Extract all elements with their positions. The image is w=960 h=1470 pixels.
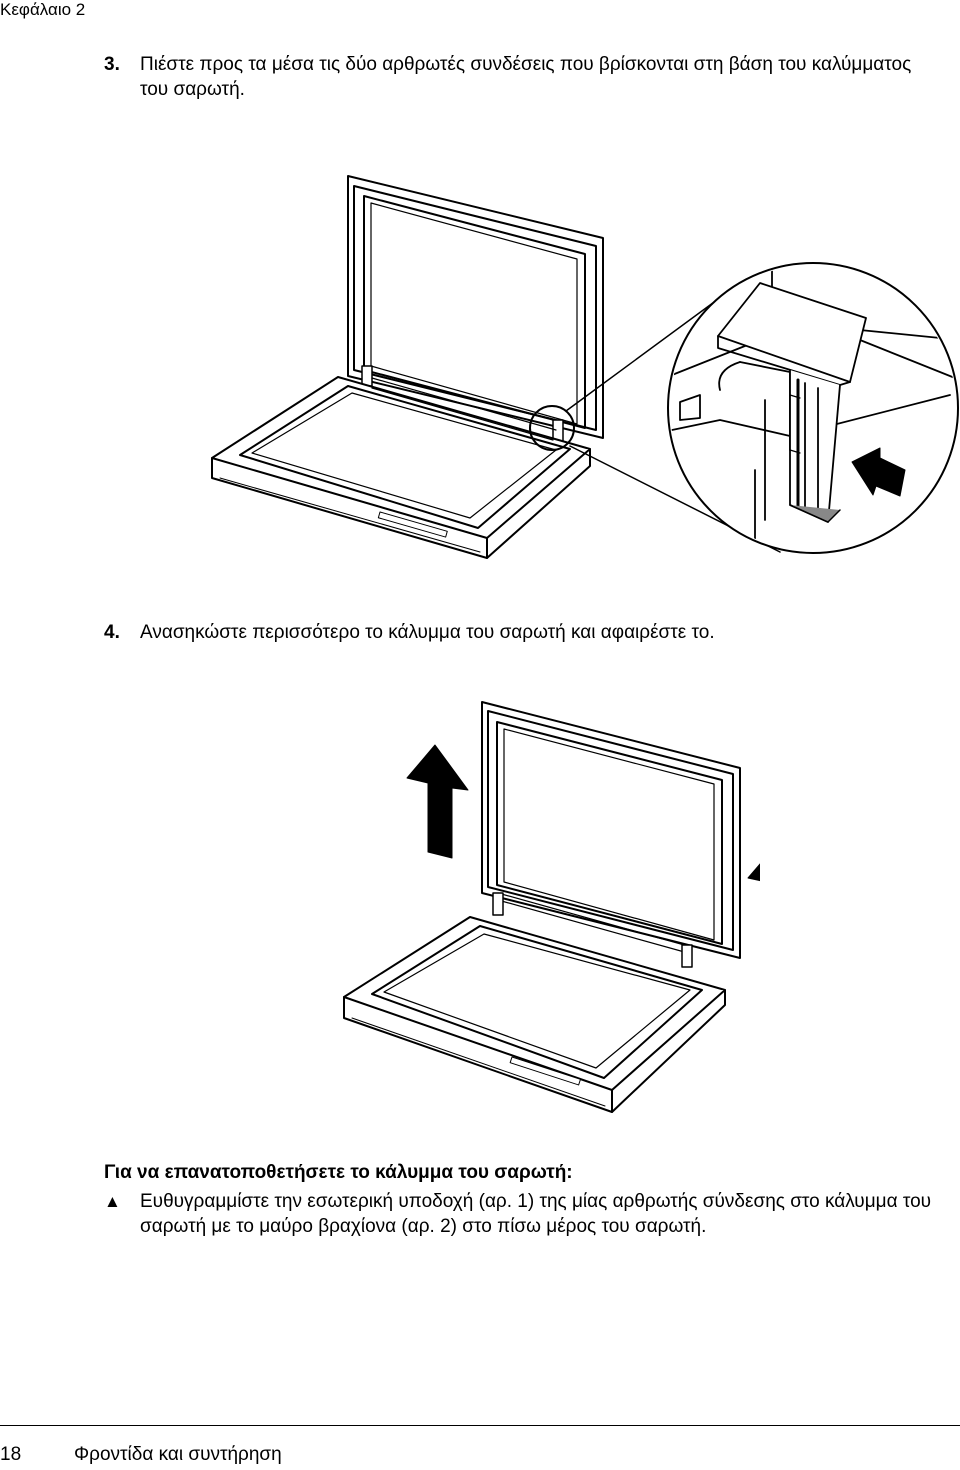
- hinge-closeup: [667, 262, 959, 554]
- hinge-icon: [492, 892, 693, 968]
- note-title: Για να επανατοποθετήσετε το κάλυμμα του …: [104, 1162, 573, 1183]
- step-number: 4.: [104, 622, 120, 643]
- step-number: 3.: [104, 54, 120, 75]
- note-item: ▲ Ευθυγραμμίστε την εσωτερική υποδοχή (α…: [104, 1189, 934, 1239]
- footer-title: Φροντίδα και συντήρηση: [74, 1444, 282, 1465]
- scanner-lid: [481, 701, 741, 959]
- scanner-hinge-illustration: [211, 175, 959, 559]
- footer-divider: [0, 1425, 960, 1426]
- scanner-lid: [347, 175, 604, 439]
- up-arrow-icon: [406, 744, 469, 859]
- triangle-bullet-icon: ▲: [104, 1192, 121, 1211]
- highlight-circle: [529, 405, 575, 451]
- note-text: Ευθυγραμμίστε την εσωτερική υποδοχή (αρ.…: [140, 1191, 932, 1237]
- scanner-base: [343, 916, 726, 1113]
- push-arrow-icon: [851, 447, 906, 497]
- step-text: Ανασηκώστε περισσότερο το κάλυμμα του σα…: [140, 622, 715, 643]
- scanner-base: [211, 376, 591, 559]
- step-text: Πιέστε προς τα μέσα τις δύο αρθρωτές συν…: [140, 54, 912, 100]
- chapter-header: Κεφάλαιο 2: [0, 0, 86, 19]
- page-number: 18: [0, 1444, 22, 1465]
- up-arrow-icon: [747, 863, 760, 882]
- reattach-note: Για να επανατοποθετήσετε το κάλυμμα του …: [104, 1160, 934, 1239]
- lid-removal-illustration: [343, 701, 760, 1113]
